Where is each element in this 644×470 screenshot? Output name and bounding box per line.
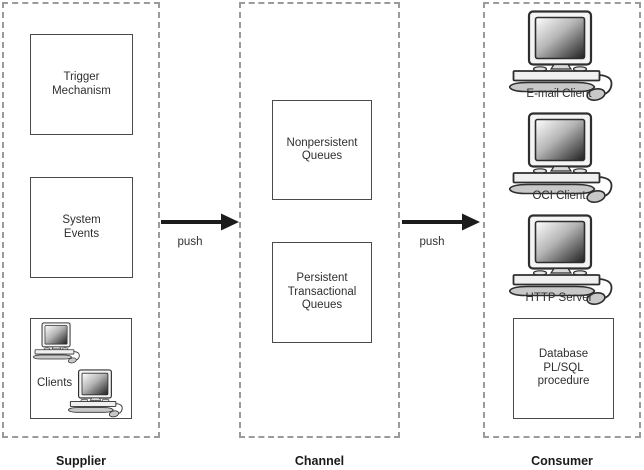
http-server-label: HTTP Server — [525, 292, 593, 304]
computer-icon — [68, 369, 123, 418]
trigger-mechanism-box: Trigger Mechanism — [30, 34, 133, 135]
system-events-box: System Events — [30, 177, 133, 278]
push-arrow-supplier-to-channel — [161, 213, 239, 231]
email-client-label: E-mail Client — [526, 88, 592, 100]
database-plsql-procedure-box: Database PL/SQL procedure — [513, 318, 614, 419]
consumer-label: Consumer — [531, 454, 593, 468]
computer-icon — [33, 322, 80, 364]
push-label: push — [419, 236, 445, 248]
oci-client-label: OCI Client — [532, 190, 586, 202]
nonpersistent-queues-box: Nonpersistent Queues — [272, 100, 372, 200]
channel-section — [239, 2, 400, 438]
push-label: push — [177, 236, 203, 248]
persistent-transactional-queues-box: Persistent Transactional Queues — [272, 242, 372, 343]
channel-label: Channel — [294, 454, 345, 468]
clients-caption: Clients — [37, 377, 73, 389]
supplier-label: Supplier — [55, 454, 106, 468]
push-arrow-channel-to-consumer — [402, 213, 480, 231]
